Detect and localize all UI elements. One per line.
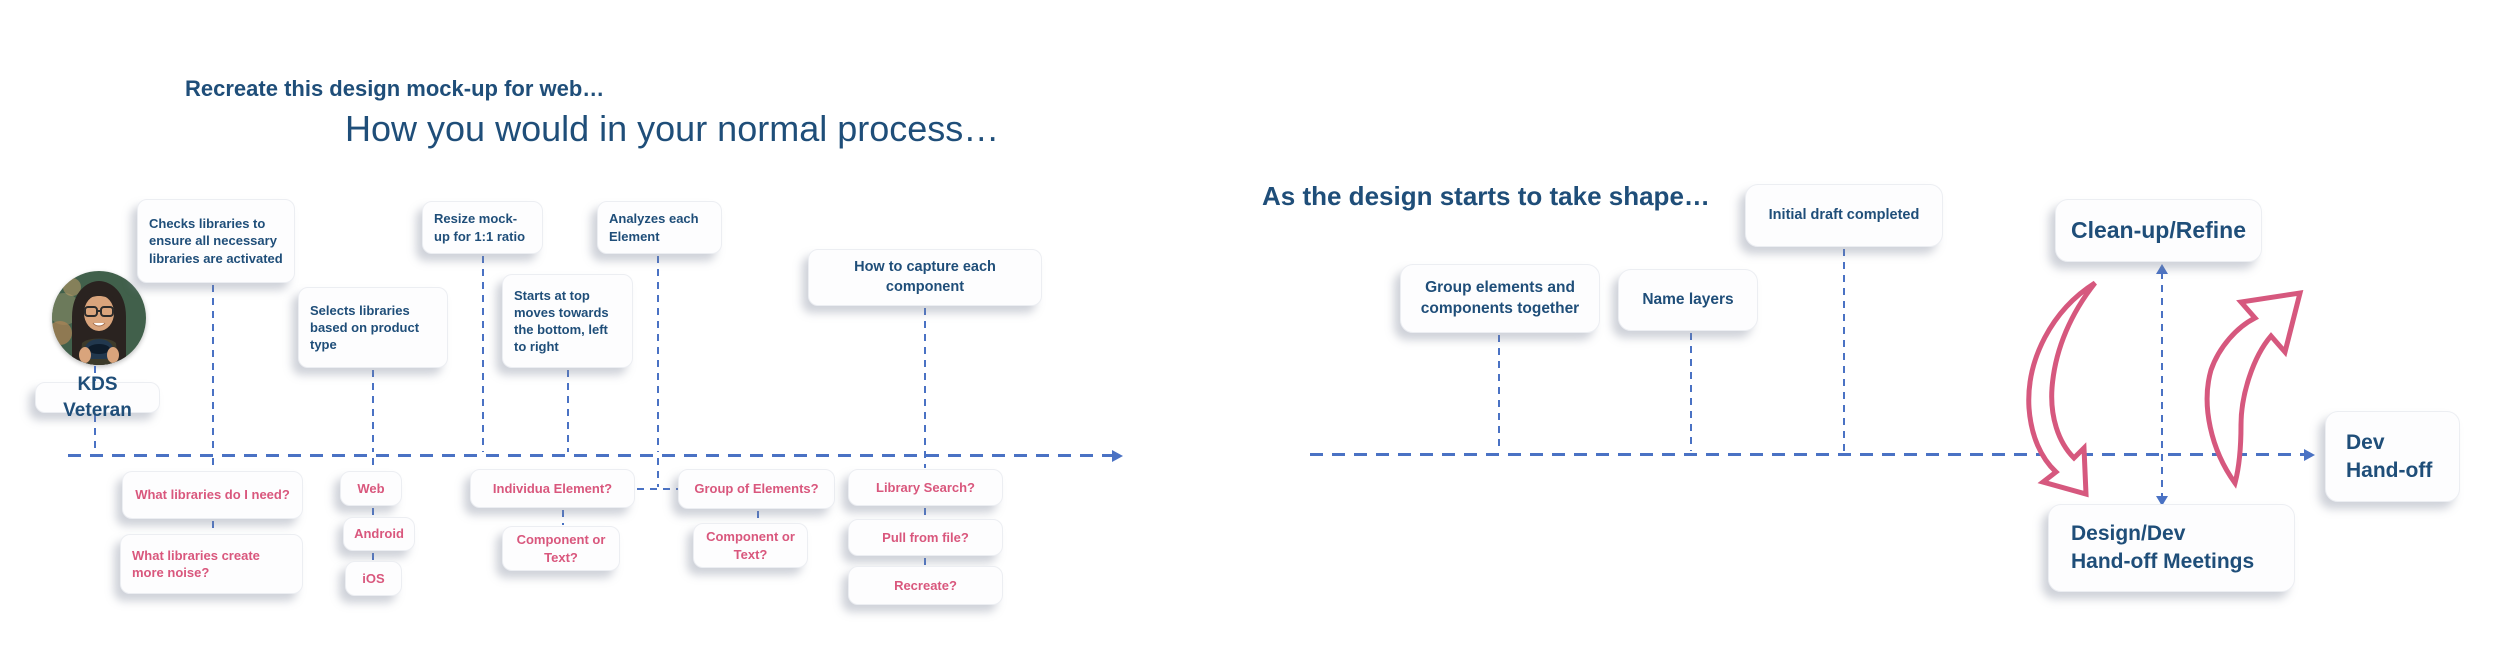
connector <box>372 458 374 470</box>
note-component-or-text-2: Component or Text? <box>693 523 808 568</box>
page-title: How you would in your normal process… <box>345 108 1000 149</box>
connector <box>212 521 214 533</box>
note-group-of-elements: Group of Elements? <box>678 469 835 509</box>
connector <box>657 256 659 452</box>
iteration-loop-arrows <box>2026 280 2304 498</box>
note-analyzes-each-element: Analyzes each Element <box>597 201 722 254</box>
note-library-search: Library Search? <box>848 469 1003 506</box>
note-design-dev-meetings: Design/Dev Hand-off Meetings <box>2048 504 2295 592</box>
subtitle: Recreate this design mock-up for web… <box>185 76 605 101</box>
note-component-or-text-1: Component or Text? <box>502 526 620 571</box>
right-section-heading: As the design starts to take shape… <box>1262 181 1710 211</box>
note-cleanup-refine: Clean-up/Refine <box>2055 199 2262 262</box>
note-checks-libraries: Checks libraries to ensure all necessary… <box>137 199 295 283</box>
note-how-to-capture: How to capture each component <box>808 249 1042 306</box>
note-what-libraries-need: What libraries do I need? <box>122 471 303 519</box>
connector <box>212 458 214 470</box>
loop-arrow-up-icon <box>2204 289 2304 489</box>
persona-avatar <box>52 271 146 365</box>
note-android: Android <box>343 517 415 551</box>
persona-avatar-illustration <box>52 271 146 365</box>
connector <box>657 458 659 487</box>
persona-label: KDS Veteran <box>35 374 160 421</box>
note-pull-from-file: Pull from file? <box>848 519 1003 556</box>
note-group-elements-together: Group elements and components together <box>1400 264 1600 333</box>
connector <box>372 508 374 517</box>
note-individua-element: Individua Element? <box>470 469 635 508</box>
connector <box>482 256 484 452</box>
connector <box>567 370 569 452</box>
note-resize-mockup: Resize mock-up for 1:1 ratio <box>422 201 543 254</box>
connector <box>562 510 564 525</box>
connector <box>924 558 926 566</box>
connector <box>1498 335 1500 451</box>
note-selects-libraries: Selects libraries based on product type <box>298 287 448 368</box>
connector <box>637 488 681 490</box>
note-what-libraries-noise: What libraries create more noise? <box>120 534 303 594</box>
connector <box>757 511 759 522</box>
note-name-layers: Name layers <box>1618 269 1758 331</box>
note-dev-handoff: Dev Hand-off <box>2325 411 2460 502</box>
connector <box>1690 333 1692 451</box>
connector <box>924 508 926 518</box>
timeline-left-arrowhead-icon <box>1112 450 1123 462</box>
timeline-right-arrowhead-icon <box>2304 449 2315 461</box>
note-initial-draft-completed: Initial draft completed <box>1745 184 1943 247</box>
connector-loop <box>2161 272 2163 497</box>
down-arrowhead-icon <box>2156 496 2168 506</box>
connector <box>212 285 214 452</box>
note-web: Web <box>340 471 402 506</box>
connector <box>924 308 926 468</box>
note-ios: iOS <box>345 561 402 596</box>
loop-arrow-down-icon <box>2026 280 2097 498</box>
note-starts-at-top: Starts at top moves towards the bottom, … <box>502 274 633 368</box>
timeline-left <box>68 454 1114 457</box>
timeline-right <box>1310 453 2306 456</box>
up-arrowhead-icon <box>2156 264 2168 274</box>
note-recreate: Recreate? <box>848 566 1003 605</box>
connector <box>94 366 96 381</box>
connector <box>94 415 96 452</box>
connector <box>372 370 374 452</box>
connector <box>1843 249 1845 451</box>
connector <box>372 553 374 561</box>
